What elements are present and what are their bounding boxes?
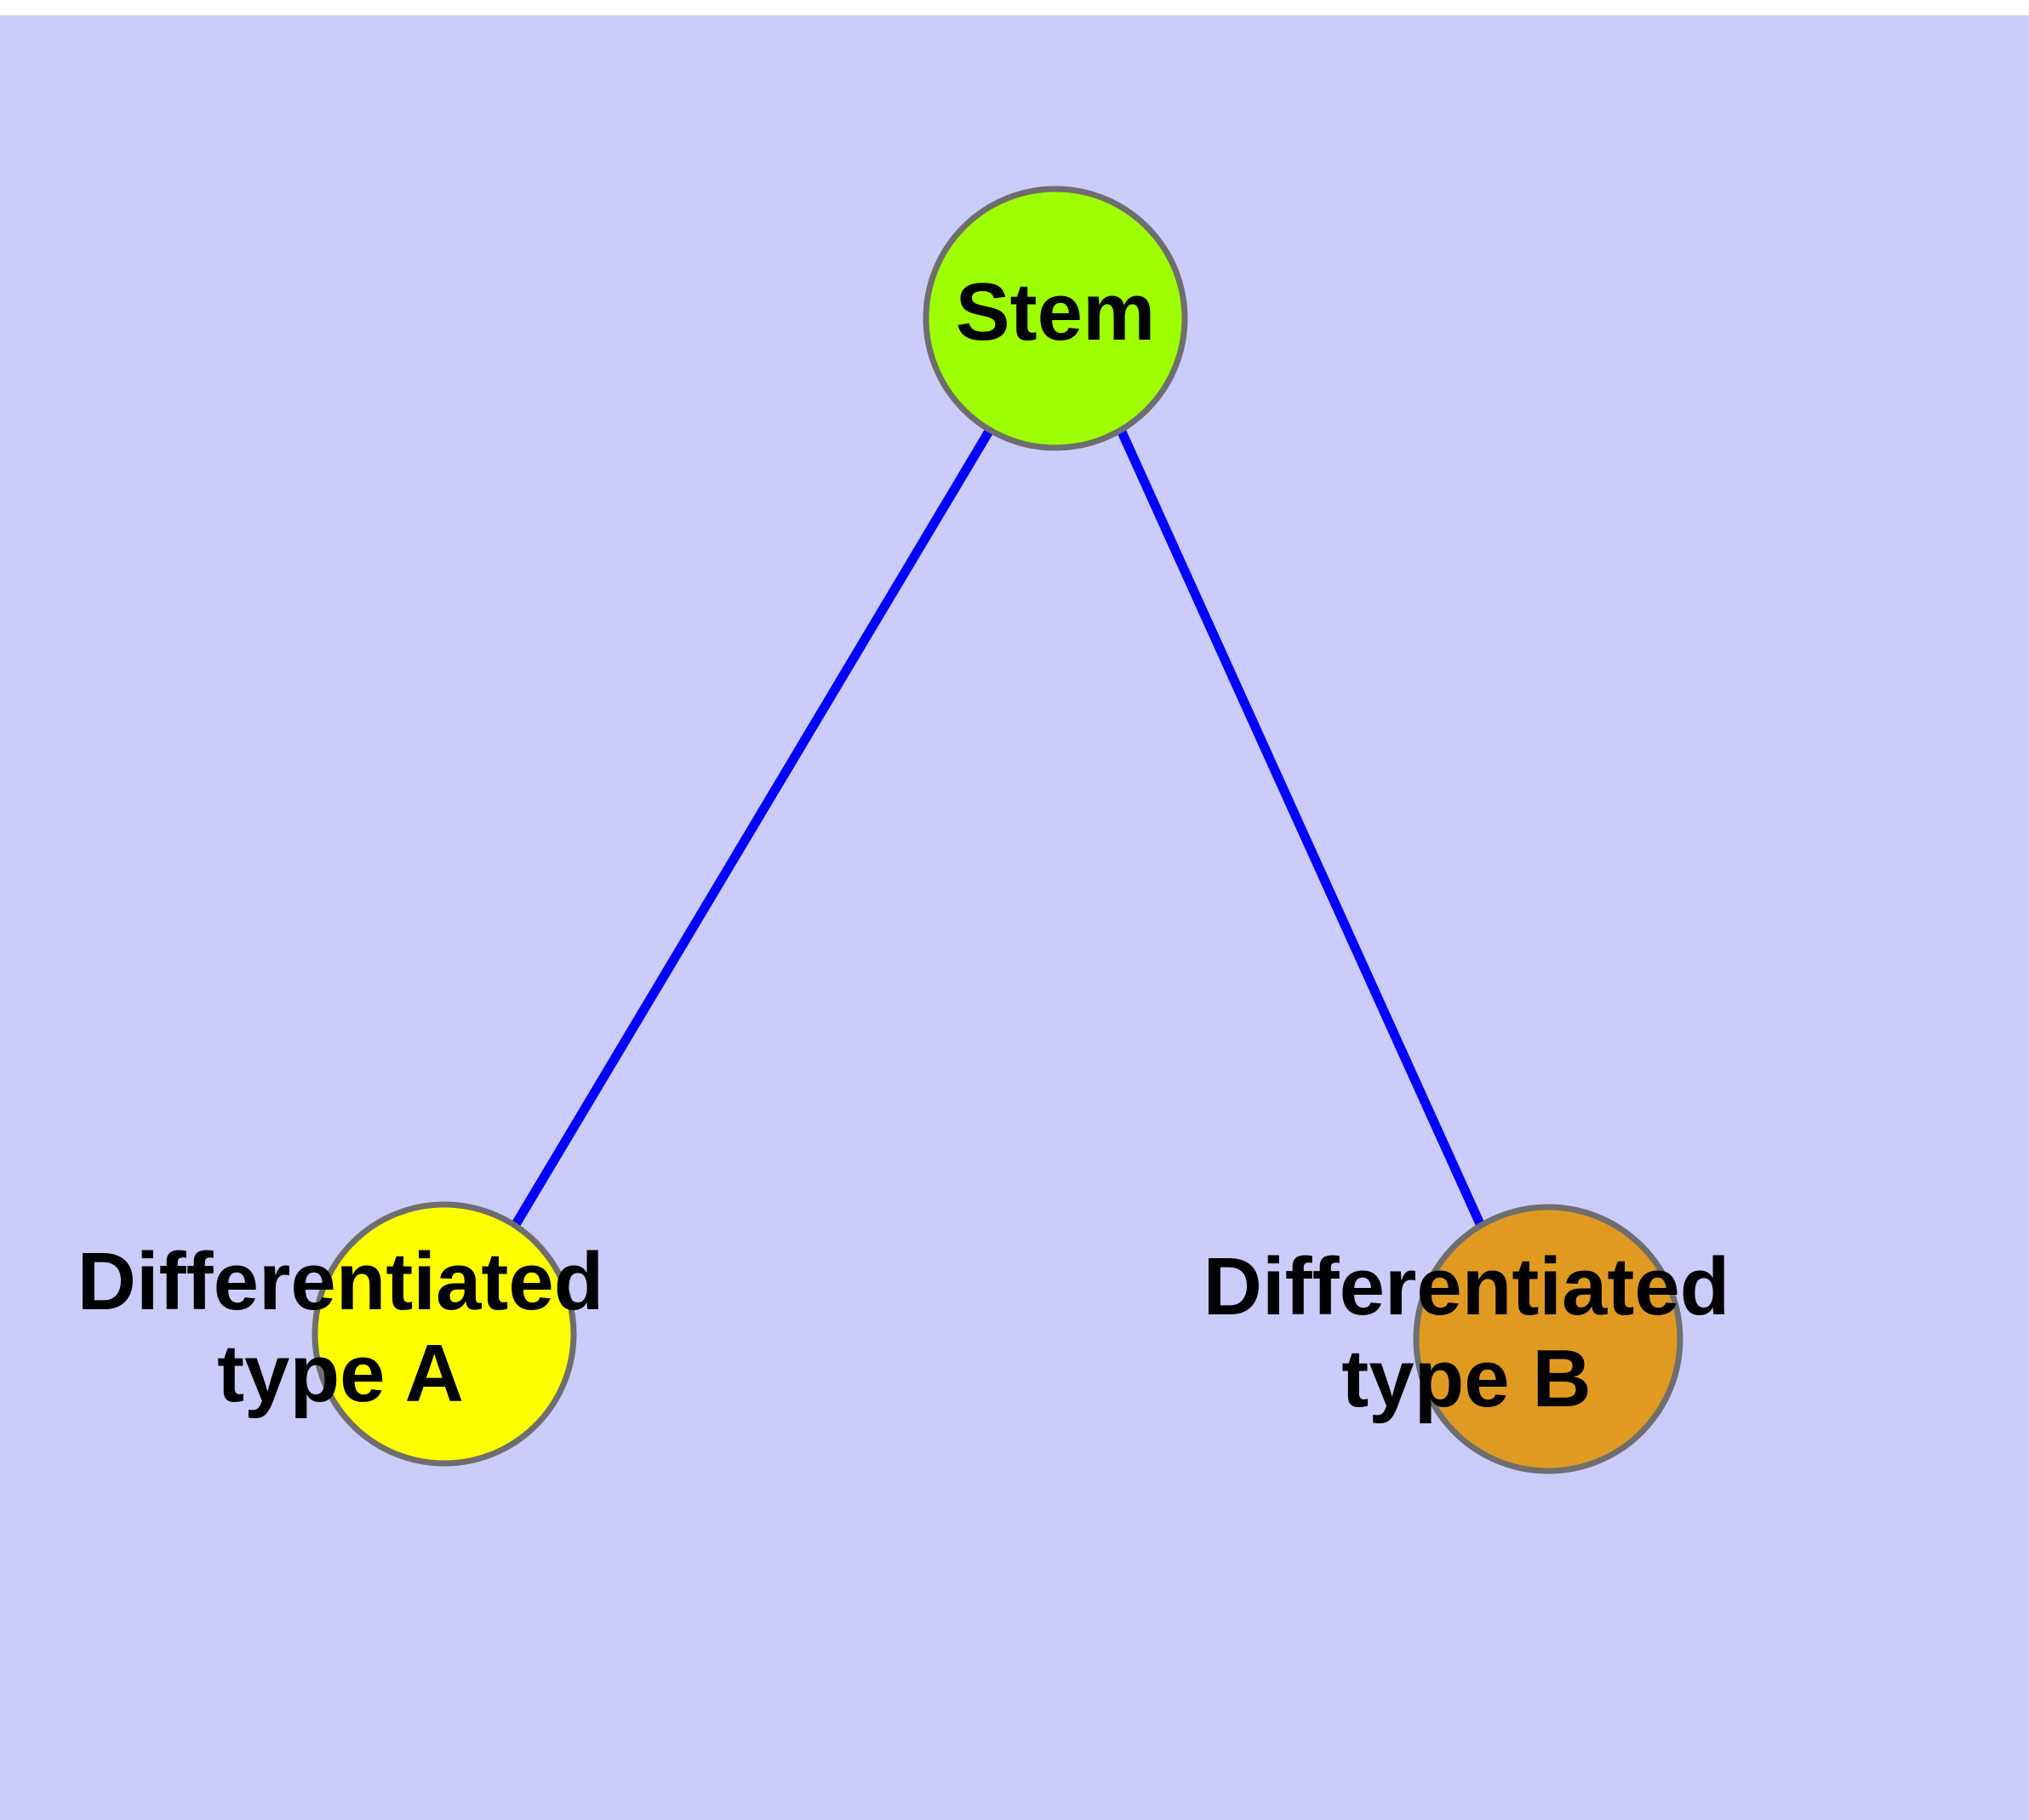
edge-stem-to-differentiated-type-b[interactable] bbox=[1116, 427, 1486, 1228]
edge-stem-to-differentiated-type-a[interactable] bbox=[511, 427, 994, 1228]
node-layer bbox=[311, 186, 1683, 1474]
edge-layer bbox=[511, 427, 1486, 1228]
node-stem-circle[interactable] bbox=[923, 186, 1188, 451]
node-stem-label: Stem bbox=[956, 266, 1156, 358]
node-differentiated-type-b-circle[interactable] bbox=[1413, 1204, 1683, 1474]
node-differentiated-type-a-circle[interactable] bbox=[311, 1201, 577, 1467]
